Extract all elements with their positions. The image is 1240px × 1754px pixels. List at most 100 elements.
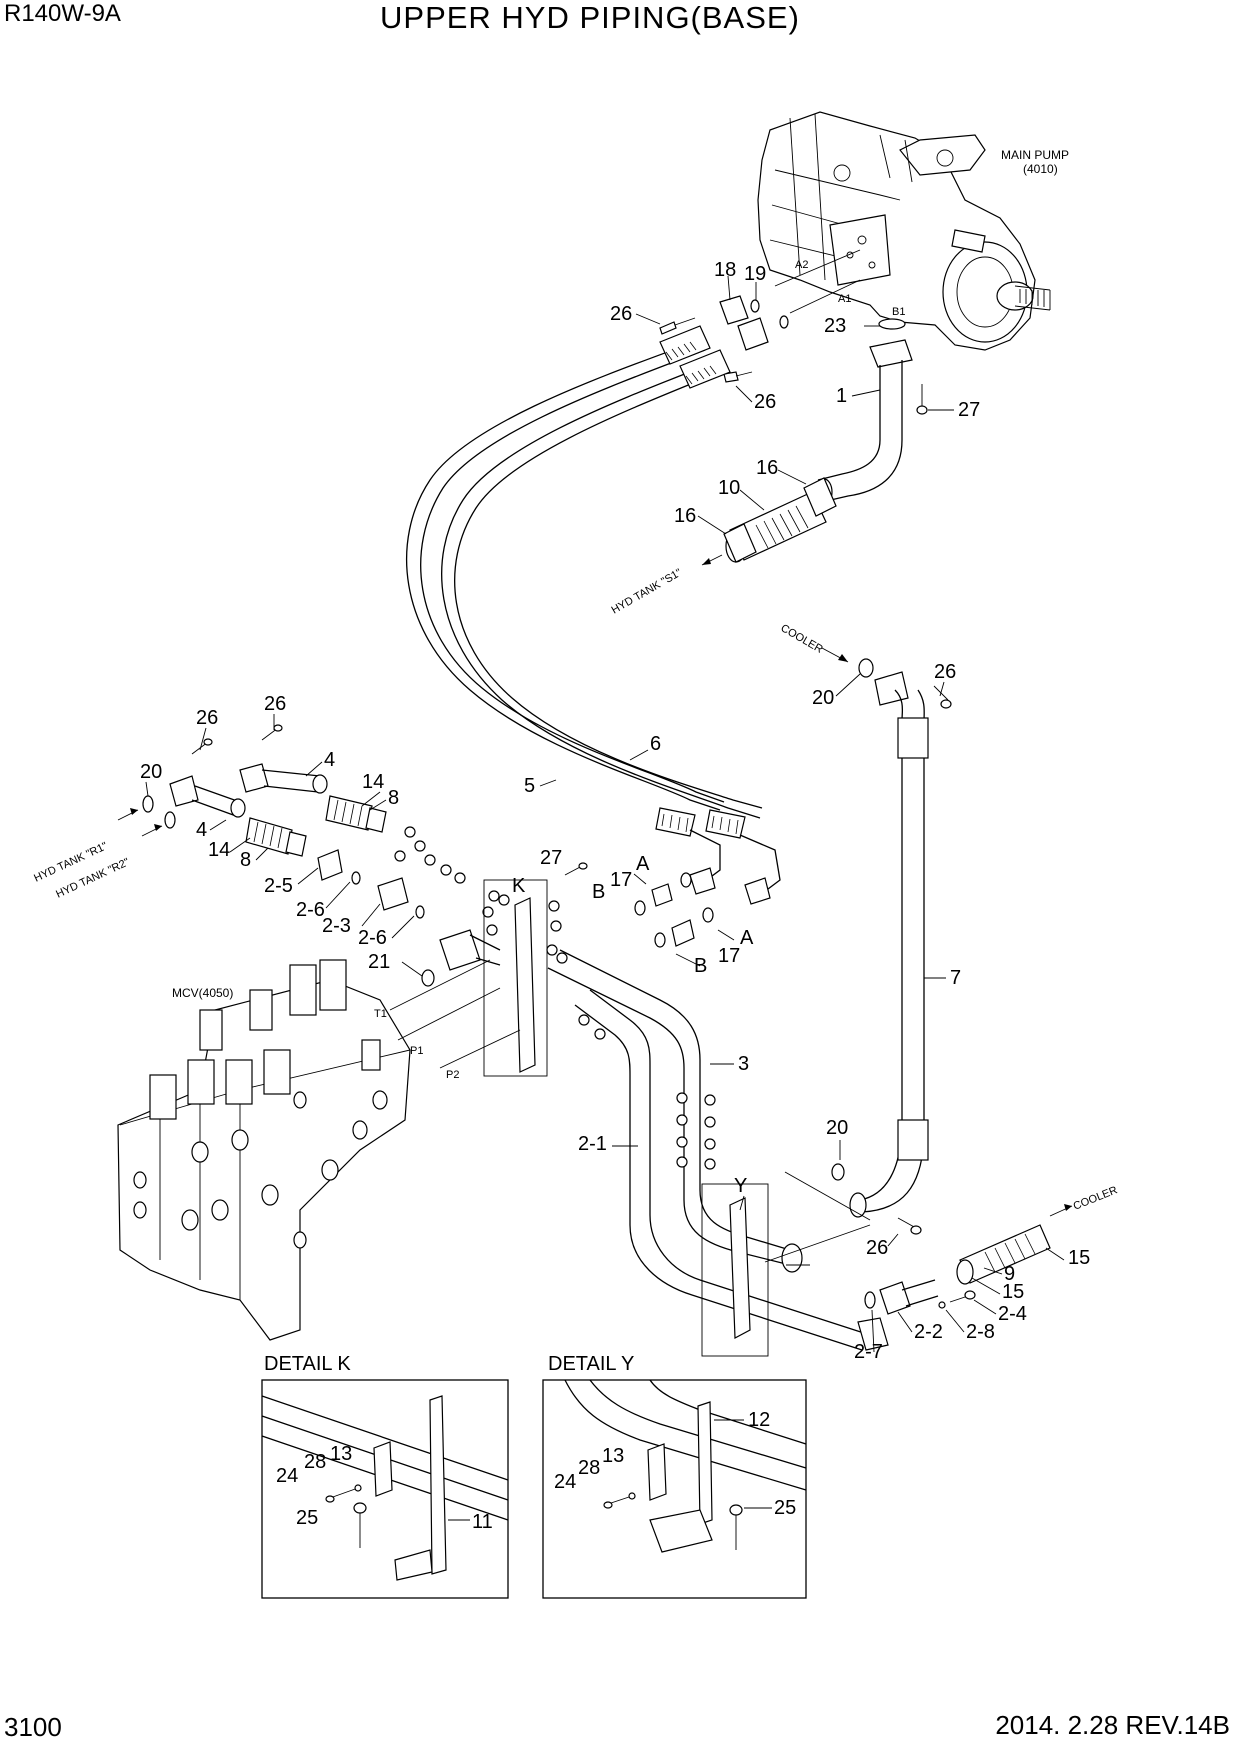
callout-27-b: 27: [540, 847, 562, 869]
bolt-26-lower: [723, 371, 753, 383]
o-ring-23: [878, 318, 906, 330]
elbow-4-upper: [239, 763, 328, 794]
hose-fitting-a: [689, 867, 716, 895]
o-ring-19: [750, 299, 760, 313]
callout-20-a: 20: [812, 687, 834, 709]
callout-8-a: 8: [388, 787, 399, 809]
callout-27-a: 27: [958, 399, 980, 421]
callout-14-a: 14: [362, 771, 384, 793]
callout-20-c: 20: [826, 1117, 848, 1139]
o-ring-2-6-a: [351, 871, 361, 885]
adapter-2-2: [864, 1279, 939, 1315]
detail-k-callout-25: 25: [296, 1507, 318, 1529]
callout-2-8: 2-8: [966, 1321, 995, 1343]
detail-y-callout-13: 13: [602, 1445, 624, 1467]
page-title: UPPER HYD PIPING(BASE): [380, 0, 800, 35]
cooler-arrow-top: COOLER: [779, 622, 849, 663]
page-number: 3100: [4, 1712, 62, 1742]
callout-26-f: 26: [866, 1237, 888, 1259]
bolt-26-left-b: [261, 724, 283, 741]
detail-k-box: DETAIL K: [261, 1353, 509, 1599]
callout-9: 9: [1004, 1263, 1015, 1285]
o-ring-20-cooler: [858, 658, 874, 678]
o-ring-21: [421, 969, 435, 987]
callout-3: 3: [738, 1053, 749, 1075]
callout-26-a: 26: [610, 303, 632, 325]
port-p1: P1: [410, 1045, 423, 1057]
bolt-27-center: [564, 862, 588, 876]
svg-text:COOLER: COOLER: [779, 622, 825, 656]
adapter-17-a: [634, 872, 692, 916]
callout-b-2: B: [694, 955, 707, 977]
hose-8-upper: [325, 795, 387, 833]
o-ring-20-lower: [831, 1163, 845, 1181]
main-pump: MAIN PUMP (4010): [757, 111, 1069, 351]
callout-1: 1: [836, 385, 847, 407]
port-a2: A2: [795, 259, 808, 271]
callout-26-c: 26: [934, 661, 956, 683]
elbow-4-lower: [169, 775, 246, 818]
fittings-cluster: [482, 890, 716, 1170]
port-a1: A1: [838, 293, 851, 305]
fitting-2-5: [317, 849, 343, 881]
callout-2-3: 2-3: [322, 915, 351, 937]
bolt-26-top: [659, 317, 696, 335]
hyd-tank-s1-label: HYD TANK "S1": [610, 567, 684, 617]
cooler-arrow-bottom: COOLER: [1049, 1184, 1120, 1217]
hose-9: [956, 1224, 1051, 1285]
callout-2-1: 2-1: [578, 1133, 607, 1155]
detail-k-callout-28: 28: [304, 1451, 326, 1473]
return-pipe-7: [849, 671, 929, 1218]
o-ring-20-left-b: [164, 811, 176, 829]
fitting-2-3: [377, 877, 409, 911]
callout-17-a: 17: [610, 869, 632, 891]
svg-text:MAIN PUMP: MAIN PUMP: [1001, 148, 1069, 162]
callout-17-b: 17: [718, 945, 740, 967]
callout-7: 7: [950, 967, 961, 989]
detail-y-callout-24: 24: [554, 1471, 576, 1493]
callout-2-4: 2-4: [998, 1303, 1027, 1325]
callout-23: 23: [824, 315, 846, 337]
bolt-26-pipe7-lower: [897, 1217, 922, 1235]
callout-2-7: 2-7: [854, 1341, 883, 1363]
hose-8-lower: [245, 817, 307, 857]
callout-4-b: 4: [196, 819, 207, 841]
callout-k: K: [512, 875, 526, 897]
callout-y: Y: [734, 1175, 747, 1197]
bolt-26-left-a: [191, 738, 213, 755]
port-t1: T1: [374, 1008, 387, 1020]
callout-26-b: 26: [754, 391, 776, 413]
callout-10: 10: [718, 477, 740, 499]
hose-clamp-16b: [723, 523, 757, 563]
detail-y-title: DETAIL Y: [548, 1353, 634, 1375]
callout-2-6-a: 2-6: [296, 899, 325, 921]
callout-a-2: A: [740, 927, 754, 949]
callout-19: 19: [744, 263, 766, 285]
bracket-k: [483, 879, 548, 1077]
callout-2-6-b: 2-6: [358, 927, 387, 949]
mcv-label: MCV(4050): [172, 986, 233, 1000]
main-pump-label: MAIN PUMP (4010): [1001, 148, 1069, 176]
mcv-valve: MCV(4050): [117, 959, 411, 1341]
detail-y-callout-25: 25: [774, 1497, 796, 1519]
hose-end-lower-2: [705, 809, 746, 839]
hose-end-pump-1: [659, 325, 711, 365]
leader-lines: [145, 275, 1065, 1353]
washer-2-8: [938, 1301, 946, 1309]
bracket-y: [701, 1183, 769, 1357]
callout-4-a: 4: [324, 749, 335, 771]
callout-b-1: B: [592, 881, 605, 903]
callout-14-b: 14: [208, 839, 230, 861]
callout-20-b: 20: [140, 761, 162, 783]
callout-a-1: A: [636, 853, 650, 875]
bolt-27: [916, 384, 928, 415]
svg-text:COOLER: COOLER: [1072, 1184, 1120, 1213]
o-ring-19b: [779, 315, 789, 329]
callout-2-5: 2-5: [264, 875, 293, 897]
hose-5: [405, 339, 725, 811]
callout-16-a: 16: [756, 457, 778, 479]
callout-15-b: 15: [1002, 1281, 1024, 1303]
detail-y-box: DETAIL Y: [542, 1353, 807, 1599]
callout-21: 21: [368, 951, 390, 973]
flange-18: [719, 295, 769, 351]
